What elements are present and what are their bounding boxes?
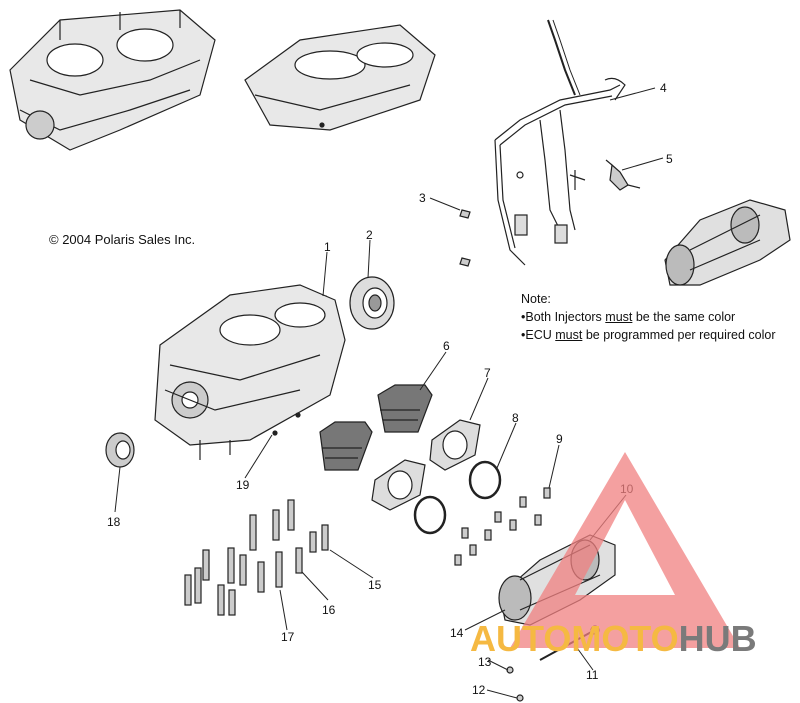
- callout-9: 9: [556, 432, 563, 446]
- gasket-upper: [468, 460, 502, 500]
- bolts-15-16-17: [184, 499, 329, 616]
- callout-15: 15: [368, 578, 382, 592]
- callout-8: 8: [512, 411, 519, 425]
- callout-7: 7: [484, 366, 491, 380]
- callout-3: 3: [419, 191, 426, 205]
- watermark-logo: [510, 452, 740, 648]
- reed-valve-upper: [377, 384, 433, 433]
- callout-14: 14: [450, 626, 464, 640]
- callout-13: 13: [478, 655, 492, 669]
- gasket-lower: [413, 495, 447, 535]
- fuel-injector: [605, 159, 641, 191]
- callout-6: 6: [443, 339, 450, 353]
- note-line-injectors: •Both Injectors must be the same color: [521, 310, 736, 324]
- callout-12: 12: [472, 683, 486, 697]
- note-line-ecu: •ECU must be programmed per required col…: [521, 328, 776, 342]
- copyright-text: © 2004 Polaris Sales Inc.: [49, 232, 196, 247]
- part-12: [516, 694, 524, 702]
- crankcase-top-middle: [244, 24, 436, 131]
- callout-1: 1: [324, 240, 331, 254]
- bolts-9: [454, 487, 551, 566]
- callout-4: 4: [660, 81, 667, 95]
- watermark-text: AUTOMOTOHUB: [470, 618, 757, 659]
- callout-18: 18: [107, 515, 121, 529]
- throttle-body-right: [664, 199, 791, 286]
- adapter-plate-lower: [371, 459, 426, 511]
- callout-17: 17: [281, 630, 295, 644]
- leader-lines: [114, 87, 664, 699]
- crankcase-top-left: [9, 9, 216, 151]
- callout-19: 19: [236, 478, 250, 492]
- crankcase-main: [154, 284, 346, 460]
- seal-18: [105, 432, 135, 468]
- note-box: Note: •Both Injectors must be the same c…: [521, 290, 776, 344]
- clip-3: [459, 209, 471, 267]
- callout-2: 2: [366, 228, 373, 242]
- callout-16: 16: [322, 603, 336, 617]
- seal-2: [349, 276, 395, 330]
- note-title: Note:: [521, 292, 551, 306]
- callout-5: 5: [666, 152, 673, 166]
- callout-11: 11: [586, 668, 599, 682]
- adapter-plate-upper: [429, 419, 481, 471]
- fuel-rail-assembly: [494, 19, 626, 266]
- reed-valve-lower: [319, 421, 373, 471]
